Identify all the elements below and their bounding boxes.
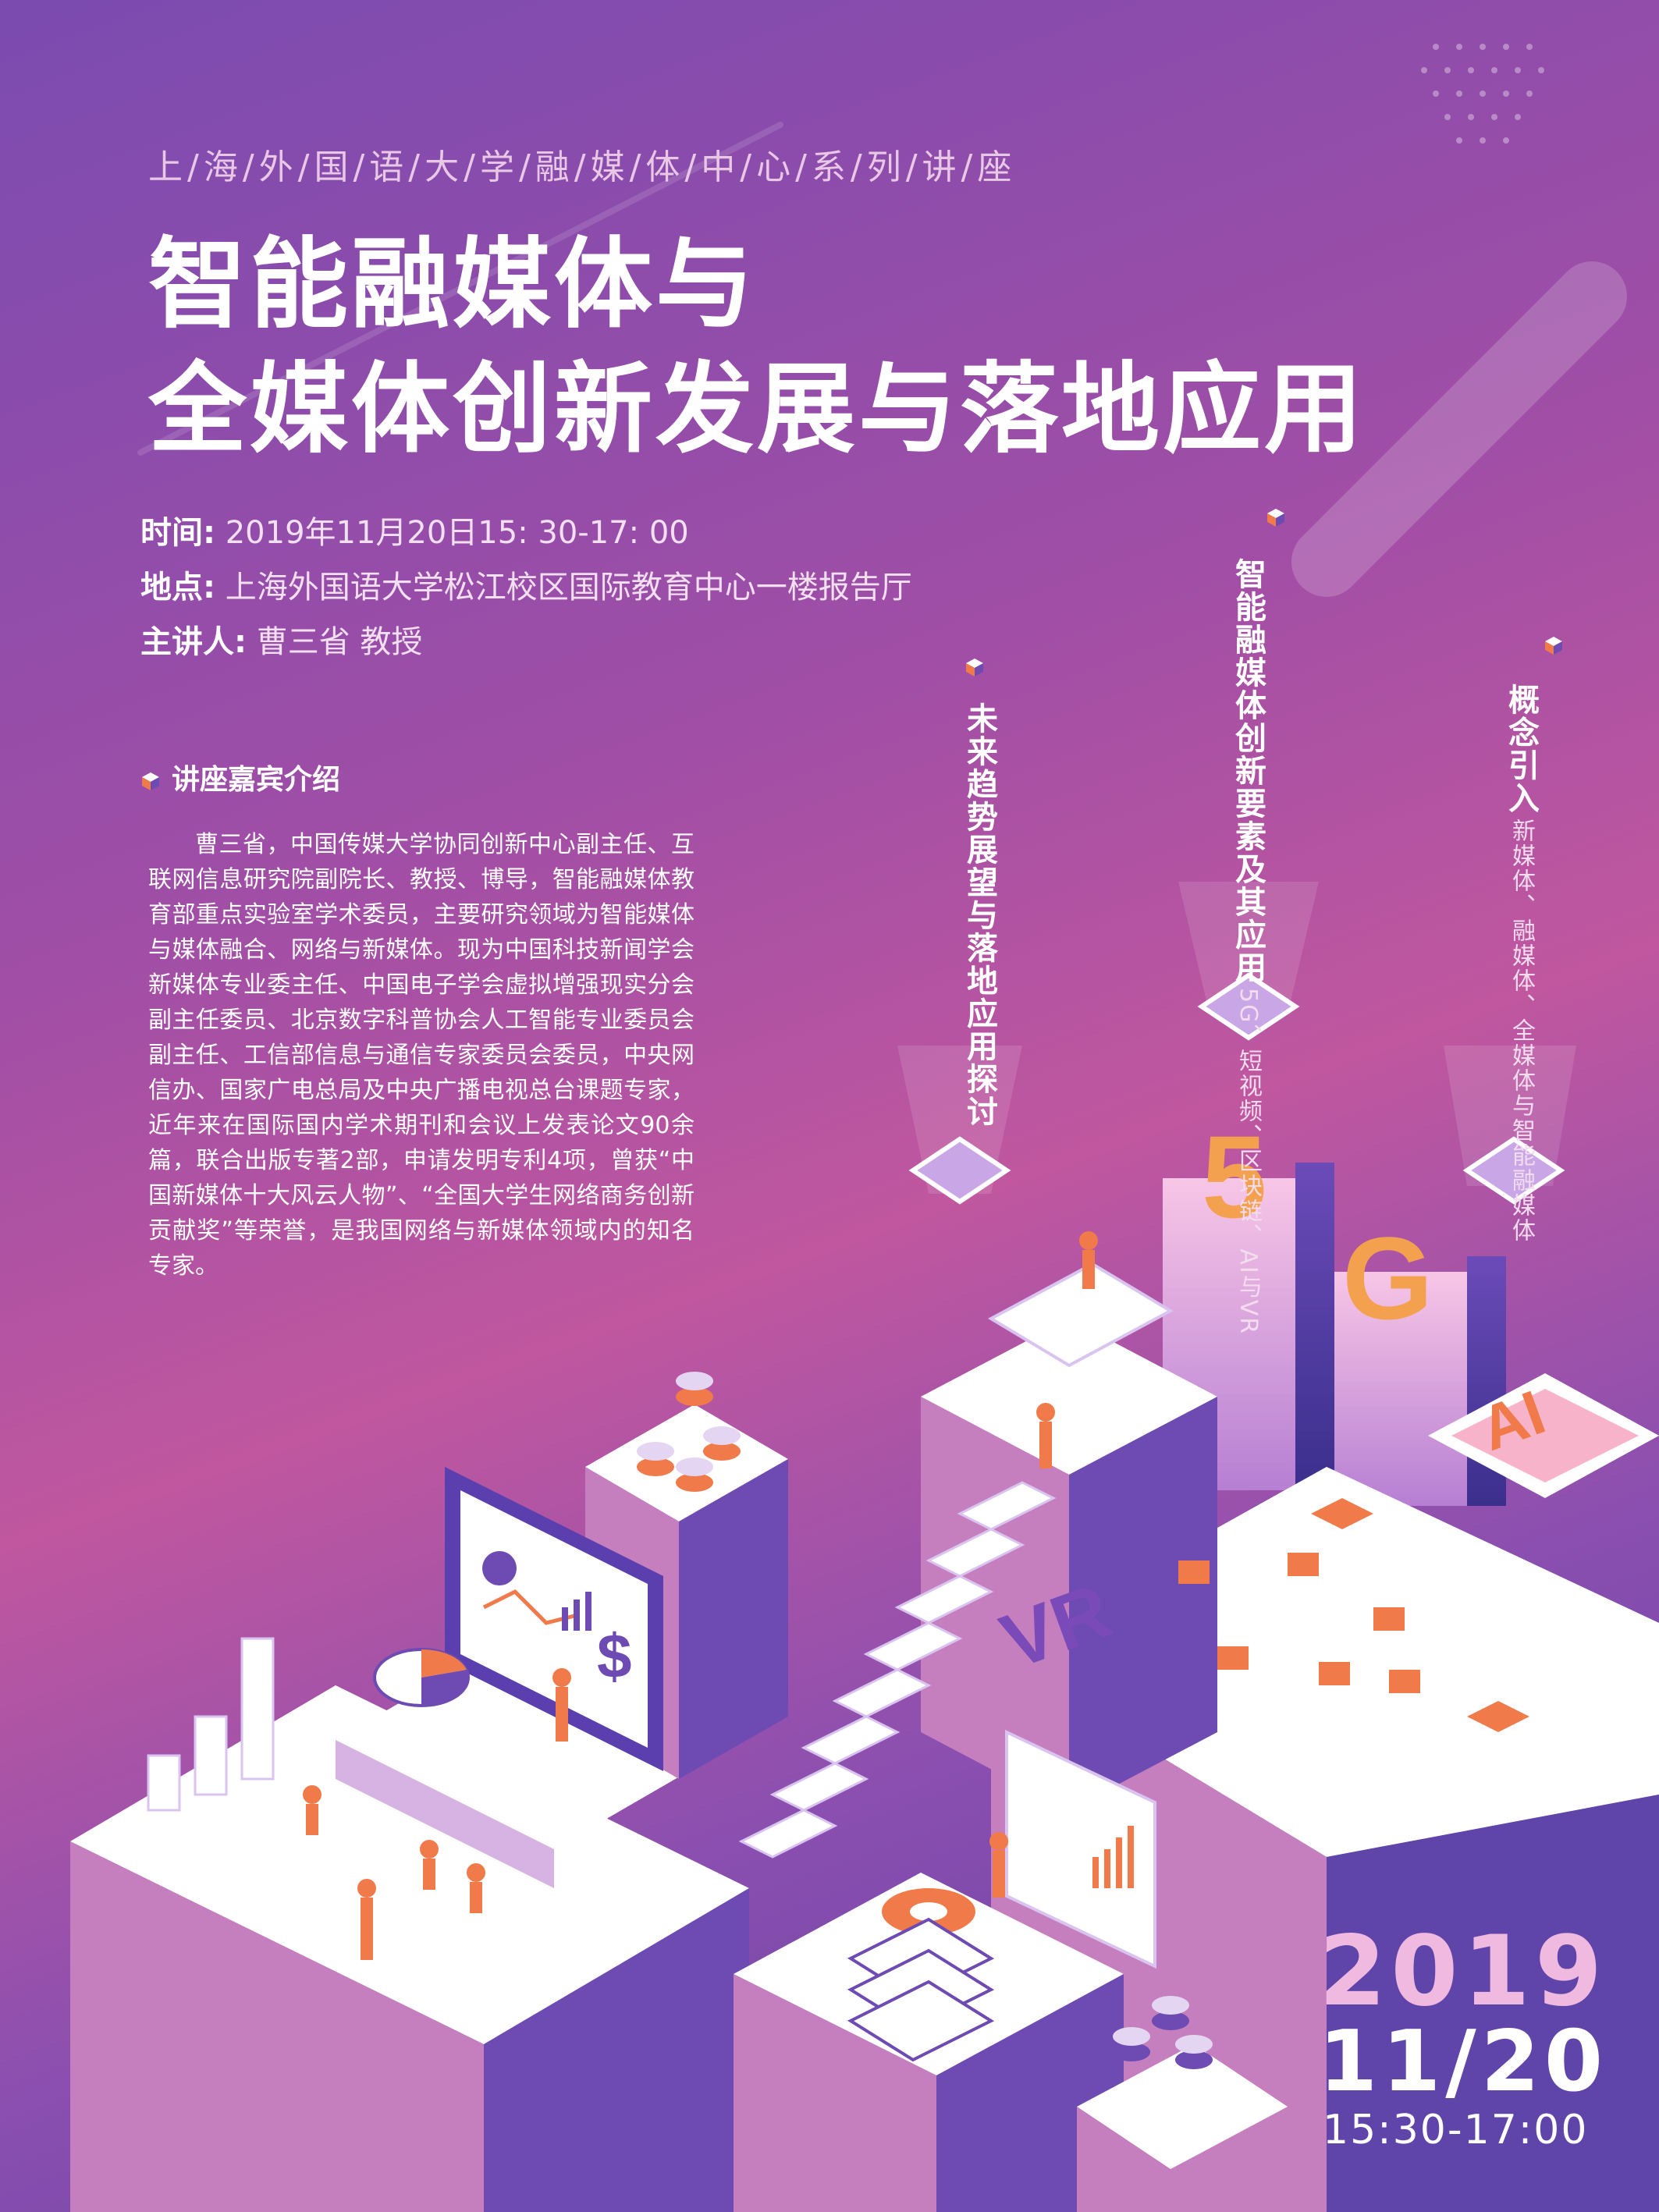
cube-icon — [1267, 509, 1284, 527]
guest-bio: 曹三省，中国传媒大学协同创新中心副主任、互联网信息研究院副院长、教授、博导，智能… — [148, 831, 695, 1280]
title-line-2: 全媒体创新发展与落地应用 — [148, 352, 1366, 467]
date-time: 15:30-17:00 — [1323, 2107, 1589, 2153]
coin-stack-left — [637, 1372, 741, 1492]
chart-board — [1005, 1729, 1156, 1969]
floating-tile-right — [1462, 1136, 1565, 1205]
topic-concept-title: 概念引入 — [1503, 683, 1539, 815]
floating-tile-left — [908, 1136, 1011, 1205]
topic-elements-sub: 5G、短视频、区块链、AI与VR — [1234, 988, 1262, 1336]
info-speaker: 主讲人: 曹三省 教授 — [140, 616, 422, 662]
place-value: 上海外国语大学松江校区国际教育中心一楼报告厅 — [225, 570, 912, 605]
fiveg-pillars: 5 G — [1163, 1111, 1506, 1506]
gear-prop — [882, 1888, 975, 1935]
office-props — [1178, 1553, 1420, 1693]
floating-tile-mid — [1197, 972, 1300, 1041]
bar-blocks — [147, 1637, 275, 1812]
guest-intro-heading: 讲座嘉宾介绍 — [140, 757, 340, 797]
time-value: 2019年11月20日15: 30-17: 00 — [225, 515, 689, 551]
fiveg-five-glyph: 5 — [1202, 1111, 1266, 1242]
topic-concept-sub: 新媒体、融媒体、全媒体与智能融媒体 — [1508, 818, 1535, 1244]
topic-future: 未来趋势展望与落地应用探讨 — [957, 702, 1002, 1128]
info-place: 地点: 上海外国语大学松江校区国际教育中心一楼报告厅 — [140, 562, 912, 607]
date-year: 2019 — [1319, 1916, 1607, 2028]
cube-icon — [1545, 637, 1562, 655]
cube-icon — [966, 659, 983, 676]
speaker-label: 主讲人: — [140, 624, 247, 660]
speaker-value: 曹三省 教授 — [256, 624, 423, 660]
place-label: 地点: — [140, 570, 215, 605]
pie-chart-prop — [373, 1648, 470, 1707]
coin-stack-right — [1113, 1996, 1213, 2069]
guest-heading-text: 讲座嘉宾介绍 — [172, 764, 341, 796]
dashboard-screen: $ — [445, 1467, 663, 1771]
info-time: 时间: 2019年11月20日15: 30-17: 00 — [140, 507, 689, 552]
lecture-series-label: 上/海/外/国/语/大/学/融/媒/体/中/心/系/列/讲/座 — [148, 147, 1017, 187]
topic-concept: 概念引入 新媒体、融媒体、全媒体与智能融媒体 — [1498, 683, 1544, 1243]
topic-future-title: 未来趋势展望与落地应用探讨 — [961, 702, 997, 1128]
topic-elements: 智能融媒体创新要素及其应用 5G、短视频、区块链、AI与VR — [1225, 558, 1270, 1335]
left-platform — [70, 1685, 749, 2212]
staircase — [738, 1481, 1057, 1859]
dot-pattern — [1421, 44, 1544, 144]
people-figures — [303, 1231, 1098, 1960]
time-label: 时间: — [140, 515, 215, 551]
cube-icon — [142, 772, 159, 790]
dollar-glyph: $ — [597, 1621, 632, 1691]
bottom-right-block — [1077, 2044, 1288, 2212]
ai-block: AI — [1428, 1373, 1659, 1498]
date-day: 11/20 — [1319, 2013, 1608, 2111]
title-line-1: 智能融媒体与 — [148, 227, 757, 342]
topic-elements-title: 智能融媒体创新要素及其应用 — [1230, 558, 1266, 984]
server-stack — [847, 1917, 995, 2062]
fiveg-g-glyph: G — [1342, 1213, 1433, 1344]
